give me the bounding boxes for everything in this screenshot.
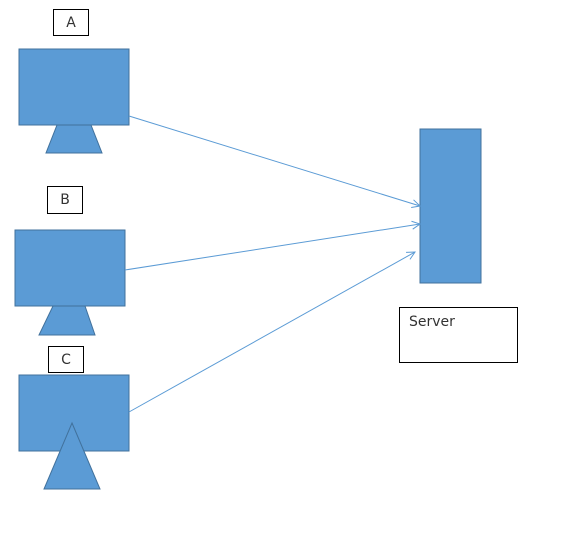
- client-a-monitor: [18, 48, 130, 126]
- client-b-stand: [38, 305, 96, 336]
- client-c-label: C: [48, 346, 84, 373]
- client-a-computer-icon: [18, 48, 130, 154]
- client-b-computer-icon: [14, 229, 126, 336]
- connection-arrow-c-to-server: [128, 252, 415, 413]
- client-c-computer-icon: [18, 374, 130, 490]
- client-c-stand: [43, 421, 101, 490]
- client-b-label: B: [47, 186, 83, 214]
- connection-arrow-a-to-server: [128, 115, 420, 206]
- client-b-monitor: [14, 229, 126, 307]
- connection-arrow-b-to-server: [124, 224, 420, 271]
- server-label: Server: [399, 307, 518, 363]
- client-a-stand: [45, 124, 103, 154]
- server-icon: [419, 128, 482, 284]
- client-a-label: A: [53, 9, 89, 36]
